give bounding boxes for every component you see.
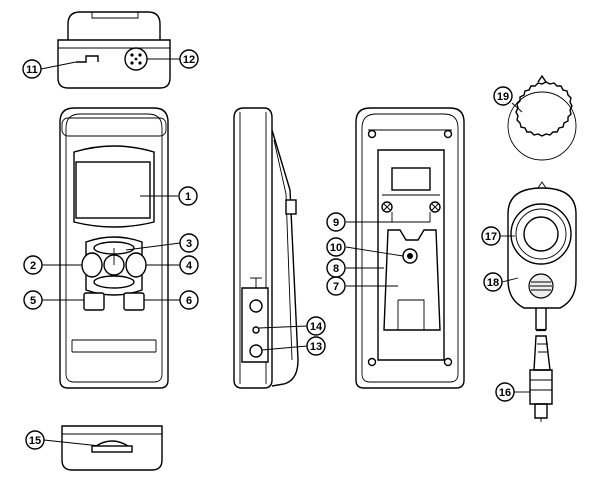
svg-text:4: 4 (186, 260, 193, 272)
callout-11: 11 (22, 59, 42, 79)
callout-2: 2 (23, 255, 43, 275)
bottom-view (43, 425, 163, 471)
svg-text:9: 9 (333, 217, 339, 229)
svg-text:8: 8 (333, 263, 339, 275)
svg-text:14: 14 (310, 321, 323, 333)
callout-9: 9 (326, 212, 346, 232)
svg-text:6: 6 (186, 295, 192, 307)
callout-19: 19 (493, 86, 513, 106)
side-view (233, 107, 308, 389)
callout-5: 5 (23, 290, 43, 310)
callout-8: 8 (326, 258, 346, 278)
svg-text:13: 13 (310, 341, 322, 353)
back-view (345, 107, 465, 389)
front-view (41, 107, 181, 389)
svg-text:16: 16 (499, 387, 511, 399)
svg-text:11: 11 (26, 64, 38, 76)
svg-text:5: 5 (30, 295, 36, 307)
svg-text:12: 12 (183, 54, 195, 66)
svg-text:10: 10 (330, 242, 342, 254)
svg-text:1: 1 (185, 191, 191, 203)
callout-17: 17 (481, 226, 501, 246)
callout-16: 16 (495, 382, 515, 402)
callout-13: 13 (306, 336, 326, 356)
svg-text:15: 15 (29, 435, 41, 447)
svg-text:3: 3 (186, 238, 192, 250)
callout-15: 15 (25, 430, 45, 450)
callout-6: 6 (179, 290, 199, 310)
svg-text:19: 19 (497, 91, 509, 103)
svg-text:2: 2 (30, 260, 36, 272)
callout-3: 3 (179, 233, 199, 253)
top-view (40, 11, 180, 89)
callout-18: 18 (483, 272, 503, 292)
svg-text:18: 18 (487, 277, 499, 289)
callout-markers: 1 2 3 4 5 6 7 8 (22, 49, 515, 450)
callout-10: 10 (326, 237, 346, 257)
callout-14: 14 (306, 316, 326, 336)
svg-text:17: 17 (485, 231, 497, 243)
callout-7: 7 (326, 276, 346, 296)
svg-text:7: 7 (333, 281, 339, 293)
callout-1: 1 (178, 186, 198, 206)
probe-plug (514, 335, 553, 422)
callout-12: 12 (179, 49, 199, 69)
sensor-cap (507, 74, 577, 161)
sensor-head (500, 181, 577, 332)
callout-4: 4 (179, 255, 199, 275)
